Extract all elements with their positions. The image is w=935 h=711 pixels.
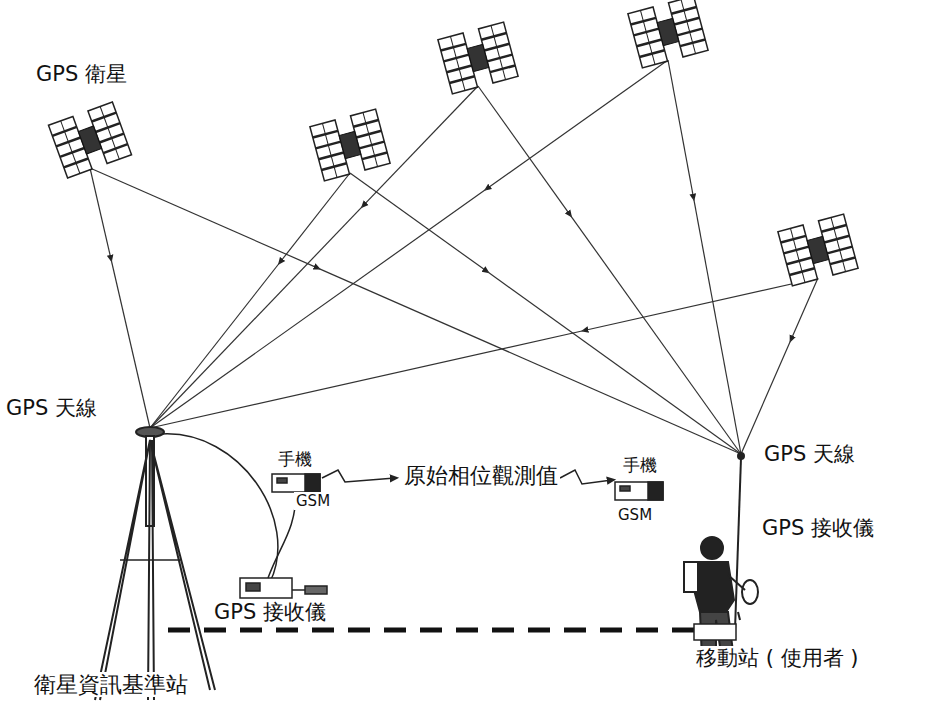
- signal-rays: [90, 60, 818, 454]
- phone-label: 手機: [276, 450, 314, 470]
- label-text: GSM: [294, 492, 332, 510]
- signal-ray: [150, 189, 487, 428]
- label-text: GSM: [616, 506, 654, 524]
- label-text: GPS 衛星: [34, 62, 129, 86]
- gsm-label: GSM: [616, 506, 654, 524]
- gps-satellite: [48, 102, 131, 178]
- label-text: GPS 天線: [762, 442, 857, 466]
- mobile-phone: [615, 482, 663, 500]
- signal-ray: [280, 173, 350, 262]
- signal-ray: [111, 259, 150, 428]
- signal-ray: [478, 86, 570, 215]
- signal-ray: [318, 268, 741, 454]
- signal-ray: [90, 168, 318, 268]
- signal-ray: [570, 215, 741, 454]
- antenna-label: GPS 天線: [4, 396, 99, 420]
- signal-ray: [741, 340, 791, 454]
- gsm-link: [322, 470, 395, 482]
- satellites: [48, 0, 858, 286]
- label-text: 衛星資訊基準站: [32, 672, 190, 697]
- label-text: GPS 接收儀: [760, 516, 876, 540]
- receiver-label: GPS 接收儀: [760, 516, 876, 540]
- base-station-label: 衛星資訊基準站: [32, 672, 190, 697]
- signal-ray: [584, 278, 818, 331]
- antenna-cable: [162, 434, 278, 582]
- phone-label: 手機: [621, 456, 659, 476]
- gps-satellite: [778, 214, 858, 286]
- label-text: GPS 天線: [4, 396, 99, 420]
- rover-user: [684, 453, 758, 664]
- signal-ray: [668, 60, 694, 198]
- mobile-phone: [268, 474, 320, 578]
- signal-ray: [487, 60, 668, 189]
- tripod: [95, 427, 215, 700]
- label-text: 移動站 ( 使用者 ): [694, 646, 860, 670]
- label-text: 原始相位觀測值: [402, 463, 560, 488]
- signal-ray: [694, 198, 741, 454]
- gps-receiver: [240, 578, 327, 598]
- signal-ray: [150, 206, 363, 428]
- signal-ray: [90, 168, 111, 259]
- label-text: 手機: [621, 455, 659, 475]
- gps-satellite: [310, 109, 390, 181]
- gps-satellite: [438, 22, 518, 94]
- signal-ray: [150, 331, 584, 429]
- label-text: 手機: [276, 449, 314, 469]
- baseline: [168, 628, 696, 633]
- receiver-label: GPS 接收儀: [212, 600, 328, 624]
- signal-ray: [350, 173, 487, 271]
- gps-satellite: [628, 0, 708, 68]
- signal-ray: [487, 271, 741, 454]
- gsm-link: [560, 470, 612, 484]
- antenna-label: GPS 天線: [762, 442, 857, 466]
- signal-label: 原始相位觀測值: [402, 463, 560, 488]
- signal-ray: [791, 278, 818, 340]
- satellite-label: GPS 衛星: [34, 62, 129, 86]
- rover-label: 移動站 ( 使用者 ): [694, 646, 860, 670]
- gsm-label: GSM: [294, 492, 332, 510]
- rover-base: [694, 624, 736, 640]
- label-text: GPS 接收儀: [212, 600, 328, 624]
